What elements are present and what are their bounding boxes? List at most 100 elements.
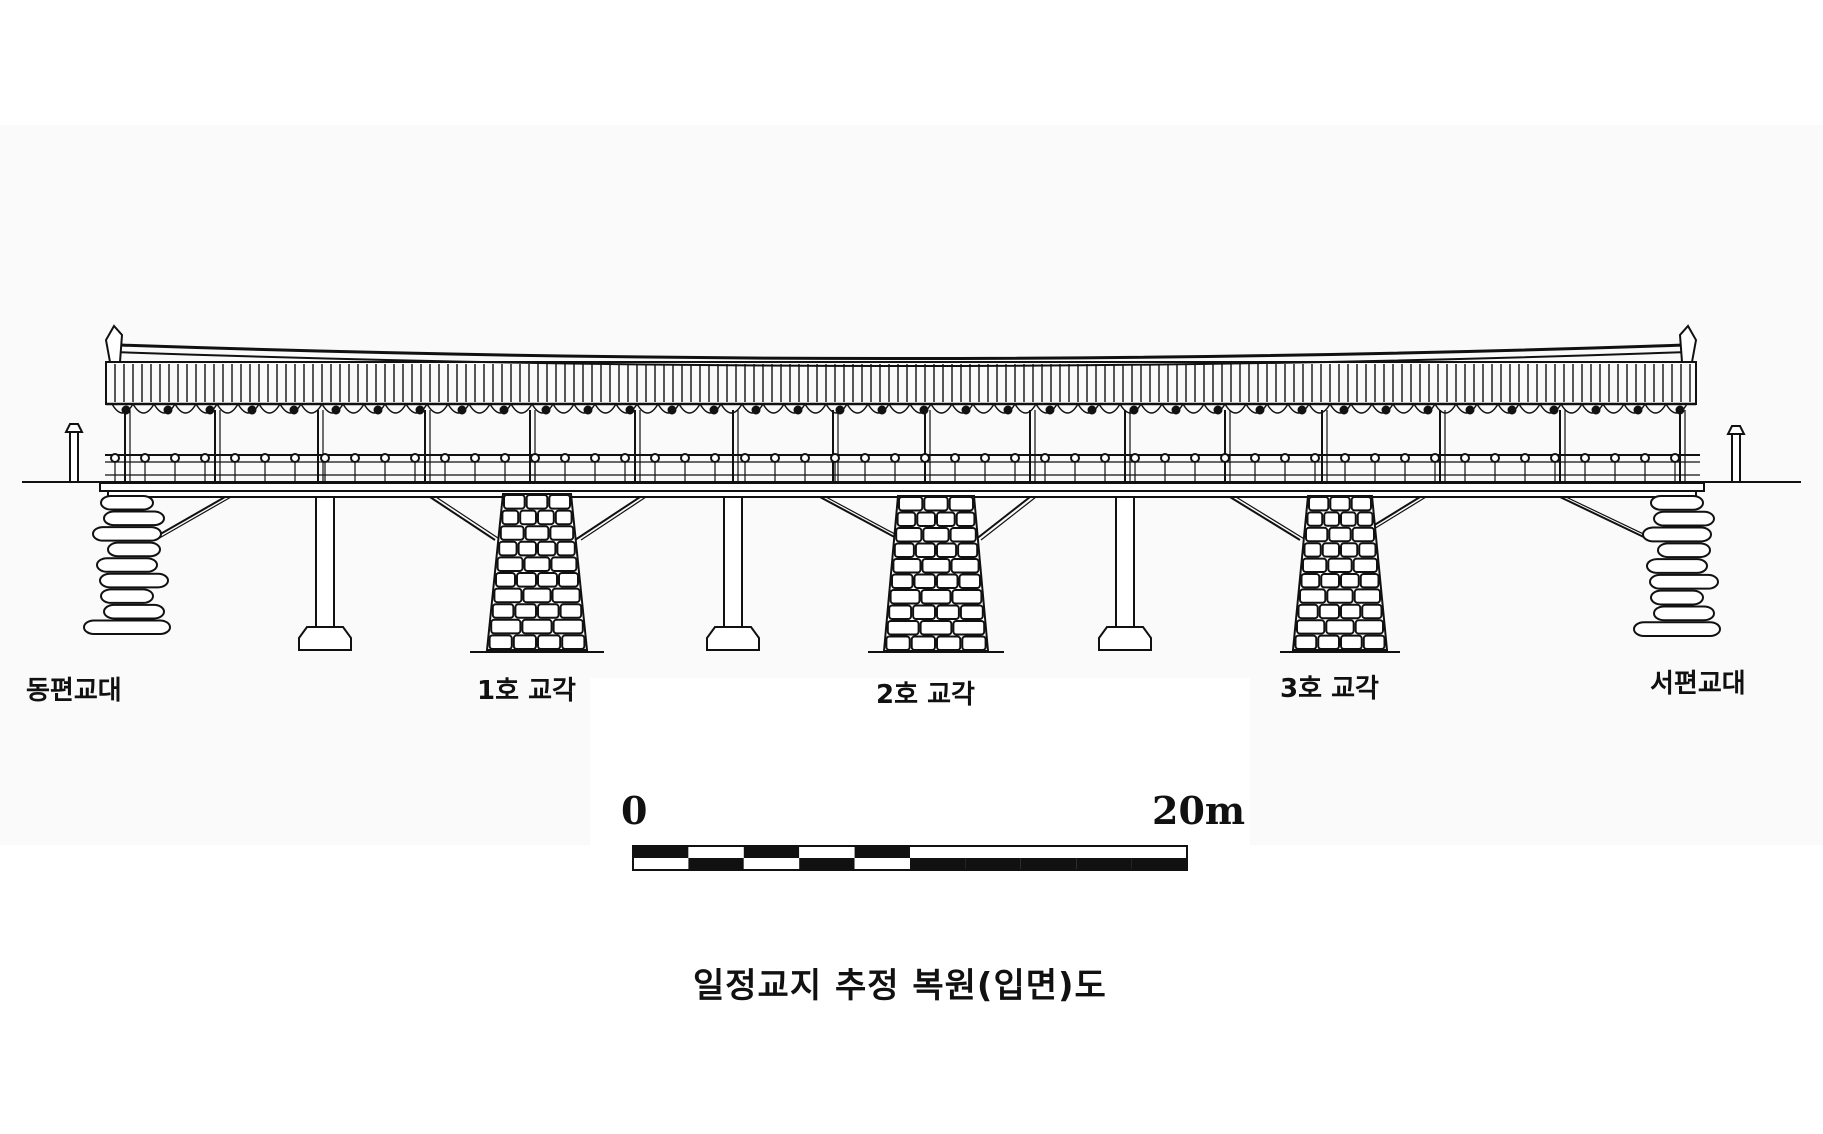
west-abutment-stone [1649,573,1719,590]
scale-bar-panel [590,678,1250,938]
east-abutment-stone [103,510,165,527]
roof-eave-scallop [468,403,491,414]
roof-eave-scallop [1329,403,1352,414]
roof-eave-ornament [1591,405,1601,415]
railing-knob [560,453,570,463]
railing-knob [290,453,300,463]
timber-column [1115,496,1135,628]
diagonal-strut [1229,496,1301,541]
roof-eave-scallop [237,403,260,414]
pier-1-stone [512,634,537,651]
pier-3-stone [1305,526,1329,543]
pier-2-stone [919,620,953,636]
roof-eave-ornament [247,405,257,415]
pier-2-stone [891,573,914,589]
scale-bar-border [632,845,1188,871]
pier-1-stone [537,540,557,557]
railing-knob [860,453,870,463]
pier-3-stone [1321,542,1340,558]
railing-knob [1100,453,1110,463]
roof-eave-scallop [195,403,218,414]
pier-3-stone [1356,511,1374,527]
roof-eave-scallop [1518,403,1541,414]
scale-bar-segment [743,858,800,870]
roof-eave-scallop [258,403,281,414]
pier-3-stone [1296,619,1326,635]
scale-bar-segment [799,858,855,870]
railing-knob [890,453,900,463]
pier-3-stone [1340,573,1360,589]
west-abutment-stone [1642,526,1712,543]
railing-knob [620,453,630,463]
roof-eave-ornament [457,405,467,415]
pier-2-stone [952,620,986,636]
roof-eave-scallop [447,403,470,414]
railing-knob [1280,453,1290,463]
diagonal-strut [819,496,901,541]
scale-bar [632,845,1188,871]
diagonal-strut-edge [580,496,647,541]
railing-knob [170,453,180,463]
pier-1-stone [548,494,571,510]
pier-1-stone [493,587,523,604]
scale-bar-segment [1131,858,1187,870]
pier-2-stone [888,604,913,620]
timber-column [315,496,335,628]
roof-eave-scallop [1245,403,1268,414]
pier-3-stone [1352,557,1378,573]
roof-eave-scallop [972,403,995,414]
stone-piers [83,493,1721,653]
diagonal-strut-edge [1565,496,1657,541]
railing-knob [260,453,270,463]
roof-eave-ornament [1339,405,1349,415]
roof-eave-ornament [751,405,761,415]
pier-3-stone [1359,573,1380,589]
roof-eave-scallop [510,403,533,414]
pier-2-stone [936,604,960,620]
railing-knob [140,453,150,463]
pier-2-stone [895,527,923,543]
roof-eave-ornament [1213,405,1223,415]
railing-knob [1340,453,1350,463]
roof-eave-scallop [1581,403,1604,414]
railing-knob [1520,453,1530,463]
roof-eave-ornament [331,405,341,415]
label-pier-1: 1호 교각 [477,676,576,706]
pier-2-stone [914,542,937,558]
scale-bar-segment [743,846,800,858]
pier-2-stone [912,604,936,620]
roof-eave-scallop [1602,403,1625,414]
roof-eave-ornament [1297,405,1307,415]
roof-eave-scallop [342,403,365,414]
pier-2-stone [898,496,924,512]
roof-eave-scallop [321,403,344,414]
railing-knob [1640,453,1650,463]
east-gate-post-cap [64,423,84,433]
roof-eave-ornament [1507,405,1517,415]
pier-2-stone [951,589,983,605]
roof-eave-scallop [699,403,722,414]
pier-1-stone [491,603,515,619]
roof-eave-scallop [909,403,932,414]
roof-eave-scallop [300,403,323,414]
pier-1-stone [554,509,573,526]
railing-knob [680,453,690,463]
east-abutment-stone [100,588,154,604]
roof-eave-scallop [489,403,512,414]
roof-eave-scallop [1266,403,1289,414]
pier-1-stone [521,618,553,635]
pier-3-stone [1326,588,1354,604]
pier-3-stone [1320,573,1340,589]
railing-knob [1430,453,1440,463]
pier-3-stone [1340,511,1357,527]
west-gate-post-cap [1726,425,1746,435]
east-abutment-stone [100,495,154,511]
pier-2-stone [920,589,952,605]
roof-eave-scallop [1350,403,1373,414]
roof-eave-scallop [1476,403,1499,414]
railing-knob [800,453,810,463]
pier-2-stone [910,635,937,651]
diagonal-strut-edge [1235,496,1307,541]
pier-1-stone [537,603,560,619]
roof-eave-scallop [846,403,869,414]
